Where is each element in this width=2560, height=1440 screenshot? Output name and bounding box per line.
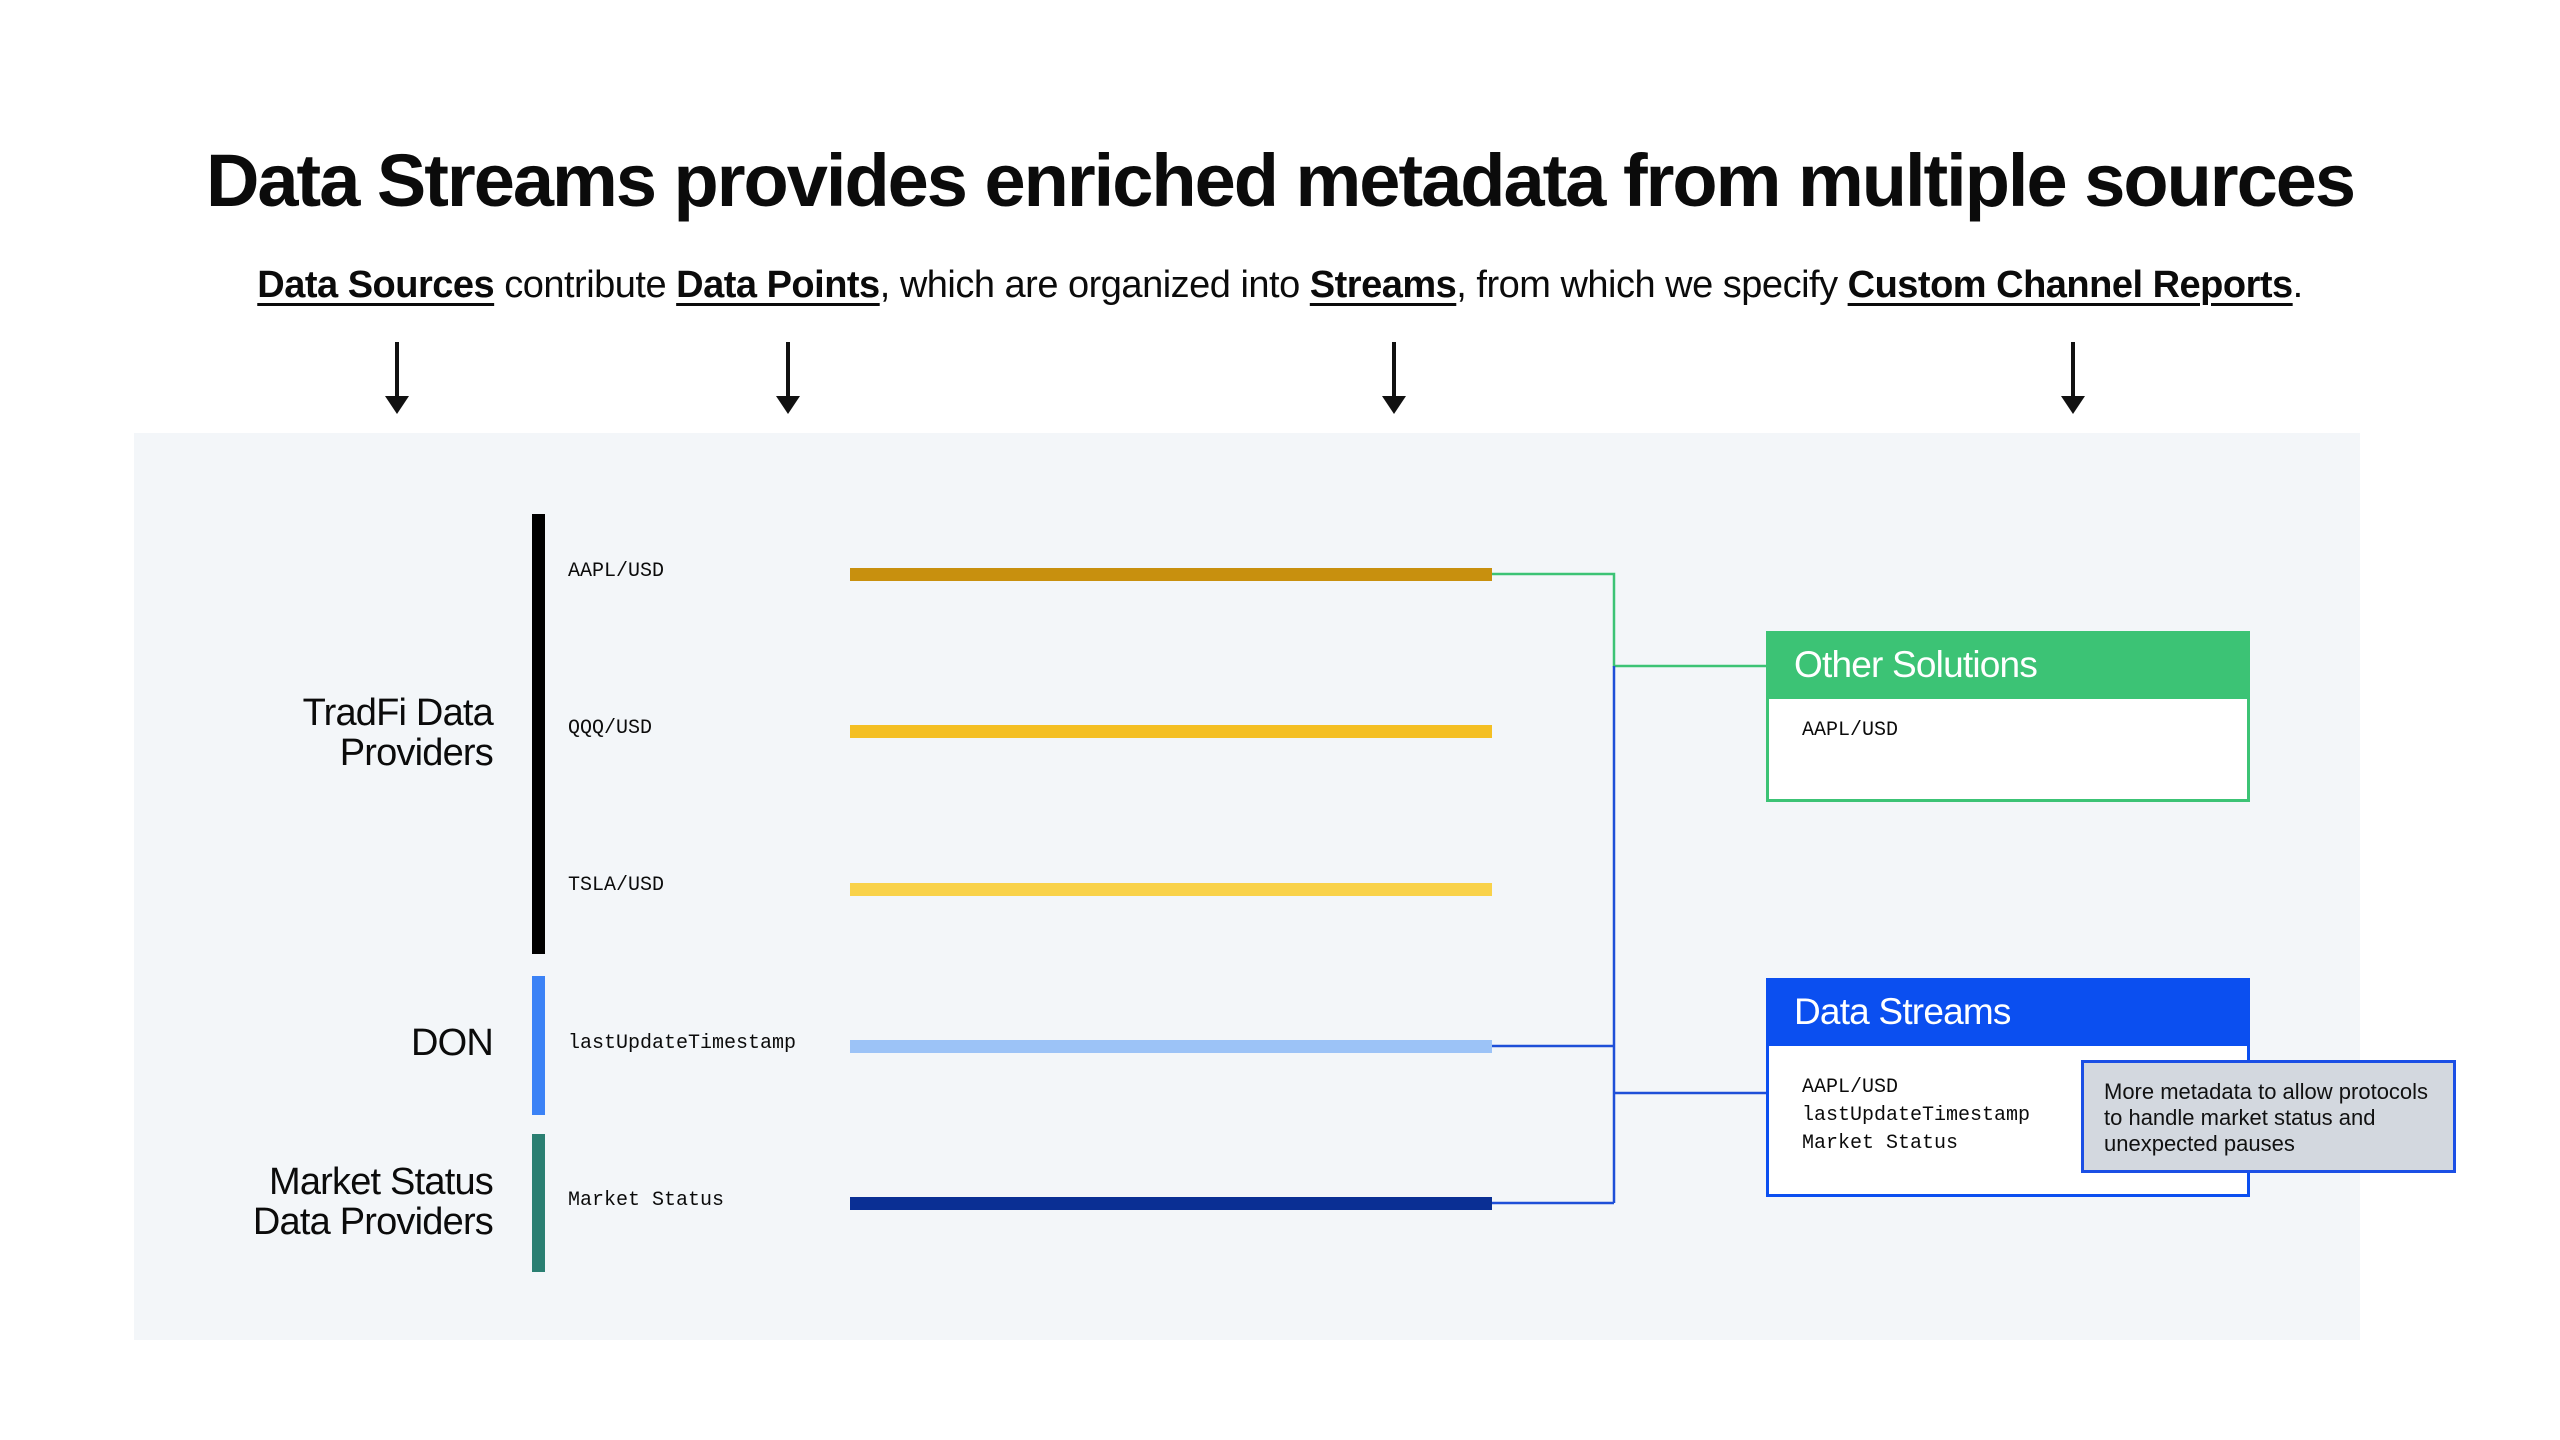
data-streams-header: Data Streams (1766, 978, 2250, 1046)
arrow-down-icon (1382, 342, 1406, 414)
term-custom-channel-reports: Custom Channel Reports (1847, 264, 2294, 306)
data-streams-box: Data Streams AAPL/USD lastUpdateTimestam… (1766, 978, 2250, 1197)
data-streams-item: AAPL/USD (1802, 1076, 1899, 1099)
metadata-callout: More metadata to allow protocols to hand… (2081, 1060, 2456, 1173)
data-streams-item: lastUpdateTimestamp (1802, 1104, 2031, 1127)
data-streams-item: Market Status (1802, 1132, 1959, 1155)
other-solutions-box: Other Solutions AAPL/USD (1766, 631, 2250, 802)
subtitle-text-1: contribute (494, 264, 677, 306)
point-label-market-status: Market Status (568, 1189, 725, 1212)
point-label-qqq: QQQ/USD (568, 717, 653, 740)
group-label-market-line1: Market Status (268, 1161, 494, 1203)
group-label-tradfi-line2: Providers (339, 732, 494, 774)
point-label-tsla: TSLA/USD (568, 874, 665, 897)
point-label-last-update-timestamp: lastUpdateTimestamp (568, 1032, 797, 1055)
arrow-down-icon (776, 342, 800, 414)
term-data-points: Data Points (676, 264, 880, 306)
data-streams-body: AAPL/USD lastUpdateTimestamp Market Stat… (1769, 1046, 2247, 1158)
page-title: Data Streams provides enriched metadata … (205, 139, 2356, 222)
tradfi-group-bar (532, 514, 545, 954)
subtitle-text-3: , from which we specify (1456, 264, 1848, 306)
stream-bar-last-update-timestamp (850, 1040, 1492, 1053)
subtitle-text-4: . (2292, 264, 2304, 306)
group-label-market-line2: Data Providers (252, 1201, 494, 1243)
subtitle-text-2: , which are organized into (879, 264, 1310, 306)
market-group-bar (532, 1134, 545, 1272)
point-label-aapl: AAPL/USD (568, 560, 665, 583)
stream-bar-aapl (850, 568, 1492, 581)
group-label-don-line1: DON (410, 1022, 494, 1064)
other-solutions-item: AAPL/USD (1802, 719, 1899, 742)
arrow-down-icon (2061, 342, 2085, 414)
stream-bar-qqq (850, 725, 1492, 738)
group-label-tradfi: TradFi Data Providers (302, 692, 494, 774)
other-solutions-body: AAPL/USD (1769, 699, 2247, 745)
term-streams: Streams (1309, 264, 1457, 306)
group-label-tradfi-line1: TradFi Data (302, 692, 494, 734)
term-data-sources: Data Sources (257, 264, 495, 306)
group-label-market: Market Status Data Providers (252, 1161, 494, 1243)
arrow-down-icon (385, 342, 409, 414)
other-solutions-header: Other Solutions (1766, 631, 2250, 699)
subtitle: Data Sources contribute Data Points, whi… (0, 264, 2560, 307)
group-label-don: DON (410, 1022, 494, 1064)
stream-bar-market-status (850, 1197, 1492, 1210)
stream-bar-tsla (850, 883, 1492, 896)
don-group-bar (532, 976, 545, 1115)
